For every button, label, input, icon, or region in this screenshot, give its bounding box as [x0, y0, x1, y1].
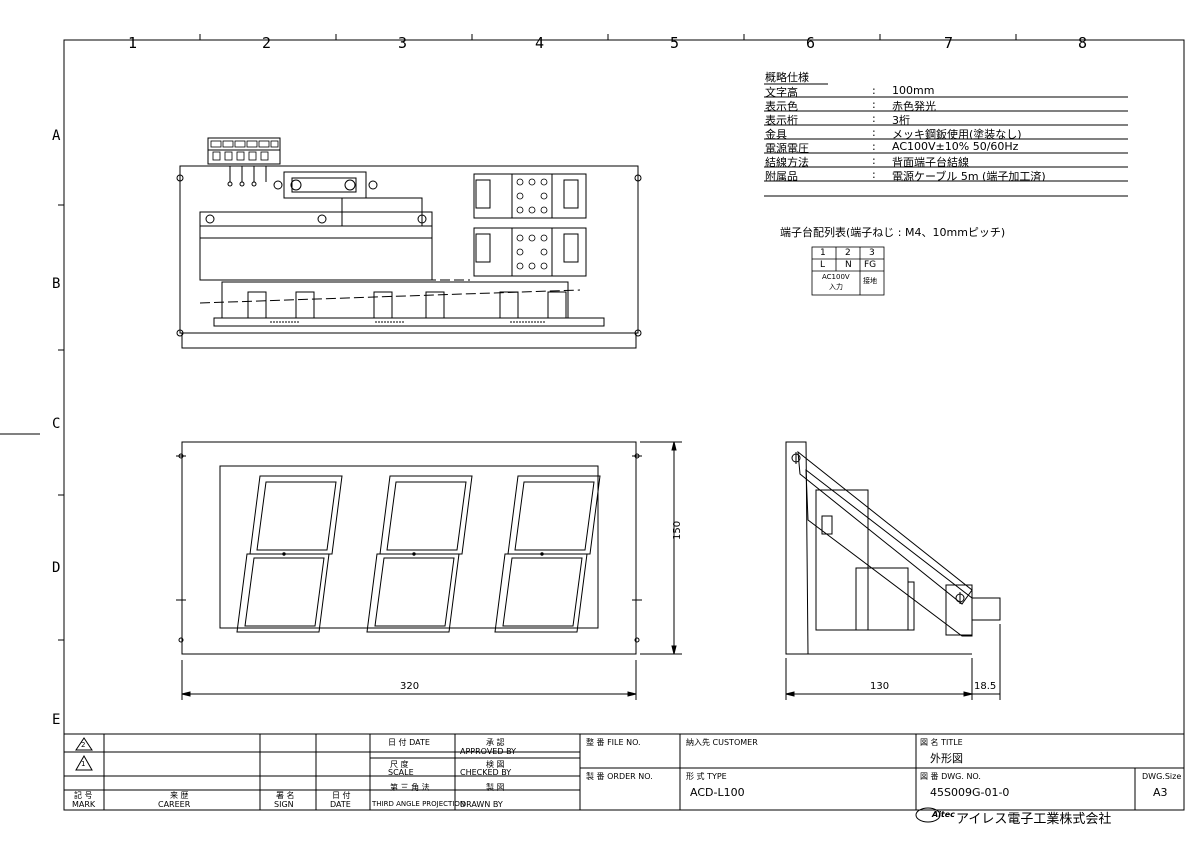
zone-row-c: C: [52, 416, 61, 432]
zone-column-1: 1: [128, 34, 138, 52]
career-label-en: CAREER: [158, 800, 191, 809]
spec-value-hardware: メッキ鋼鈑使用(塗装なし): [892, 128, 1022, 141]
spec-sep: :: [872, 140, 876, 153]
terminal-number-1: 1: [820, 248, 826, 258]
zone-row-a: A: [52, 128, 61, 144]
sign-label-en: SIGN: [274, 800, 294, 809]
zone-column-6: 6: [806, 34, 816, 52]
spec-value-digits: 3桁: [892, 114, 910, 127]
terminal-number-2: 2: [845, 248, 851, 258]
terminal-desc-input-1: AC100V: [822, 273, 850, 281]
revision-mark-1: 1: [81, 760, 86, 768]
spec-key-color: 表示色: [765, 100, 798, 113]
spec-sep: :: [872, 98, 876, 111]
scale-label-en: SCALE: [388, 768, 414, 777]
approved-label-jp: 承 認: [486, 738, 505, 747]
spec-value-char-height: 100mm: [892, 84, 935, 97]
zone-column-2: 2: [262, 34, 272, 52]
internal-view: [176, 137, 642, 349]
terminal-desc-input-2: 入力: [829, 283, 843, 291]
company-logo-text: Aitec: [932, 810, 955, 819]
drawn-label-jp: 製 図: [486, 783, 505, 792]
spec-key-wiring: 結線方法: [765, 156, 809, 169]
date-label-jp: 日 付: [332, 791, 351, 800]
mark-label-jp: 記 号: [74, 791, 93, 800]
approved-label-en: APPROVED BY: [460, 747, 517, 756]
spec-sep: :: [872, 168, 876, 181]
mark-label-en: MARK: [72, 800, 96, 809]
dwg-size-value: A3: [1153, 786, 1168, 799]
spec-value-voltage: AC100V±10% 50/60Hz: [892, 140, 1019, 153]
zone-column-4: 4: [535, 34, 545, 52]
terminal-label-l: L: [820, 260, 826, 270]
spec-sep: :: [872, 84, 876, 97]
zone-column-8: 8: [1078, 34, 1088, 52]
spec-sep: :: [872, 154, 876, 167]
spec-key-char-height: 文字高: [765, 86, 798, 99]
dwg-no-value: 45S009G-01-0: [930, 786, 1010, 799]
dwg-size-label: DWG.Size: [1142, 772, 1182, 781]
zone-column-3: 3: [398, 34, 408, 52]
terminal-label-n: N: [845, 260, 852, 270]
customer-label: 納入先 CUSTOMER: [686, 738, 758, 747]
spec-key-hardware: 金具: [765, 128, 787, 141]
projection-label-jp: 第 三 角 法: [390, 783, 430, 792]
spec-table-lines: [764, 83, 1128, 197]
type-value: ACD-L100: [690, 786, 745, 799]
dimension-front-height: 150: [672, 520, 683, 540]
zone-row-d: D: [52, 560, 61, 576]
file-no-label: 整 番 FILE NO.: [586, 738, 641, 747]
dimension-side-extra: 18.5: [974, 681, 997, 692]
career-label-jp: 来 歴: [170, 791, 189, 800]
zone-column-5: 5: [670, 34, 680, 52]
spec-key-digits: 表示桁: [765, 114, 798, 127]
terminal-desc-ground: 接地: [863, 277, 877, 285]
company-name: アイレス電子工業株式会社: [956, 812, 1112, 827]
terminal-label-fg: FG: [864, 260, 877, 270]
side-view: [785, 441, 1001, 700]
sign-label-jp: 署 名: [276, 791, 295, 800]
spec-key-voltage: 電源電圧: [765, 142, 809, 155]
spec-key-accessories: 附属品: [765, 170, 798, 183]
zone-row-e: E: [52, 712, 61, 728]
date-label-en: DATE: [330, 800, 351, 809]
terminal-table-grid: [811, 246, 885, 296]
dimension-front-width: 320: [400, 681, 420, 692]
spec-value-accessories: 電源ケーブル 5m (端子加工済): [892, 170, 1046, 183]
projection-label-en: THIRD ANGLE PROJECTION: [372, 800, 466, 808]
spec-value-color: 赤色発光: [892, 100, 936, 113]
title-block-grid: [64, 733, 1184, 810]
title-value: 外形図: [930, 752, 963, 765]
front-view: [176, 441, 682, 700]
zone-column-7: 7: [944, 34, 954, 52]
dwg-no-label: 図 番 DWG. NO.: [920, 772, 981, 781]
date-header: 日 付 DATE: [388, 738, 430, 747]
drawn-label-en: DRAWN BY: [460, 800, 503, 809]
spec-sep: :: [872, 126, 876, 139]
checked-label-en: CHECKED BY: [460, 768, 512, 777]
spec-sep: :: [872, 112, 876, 125]
company-logo-oval: [915, 807, 941, 823]
title-label: 図 名 TITLE: [920, 738, 963, 747]
terminal-caption: 端子台配列表(端子ねじ : M4、10mmピッチ): [780, 226, 1006, 239]
order-no-label: 製 番 ORDER NO.: [586, 772, 653, 781]
terminal-number-3: 3: [869, 248, 875, 258]
dimension-side-depth: 130: [870, 681, 890, 692]
revision-mark-2: 2: [81, 741, 86, 749]
spec-value-wiring: 背面端子台結線: [892, 156, 969, 169]
zone-row-b: B: [52, 276, 61, 292]
type-label: 形 式 TYPE: [686, 772, 727, 781]
scale-label-jp: 尺 度: [390, 760, 409, 769]
spec-title: 概略仕様: [765, 71, 809, 84]
checked-label-jp: 検 図: [486, 760, 505, 769]
